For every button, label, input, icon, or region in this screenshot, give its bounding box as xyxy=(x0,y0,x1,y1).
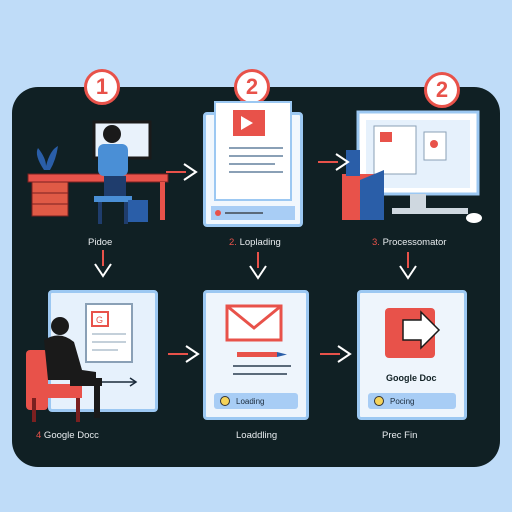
envelope-illustration xyxy=(225,304,291,375)
step-label-2: 2. Loplading xyxy=(229,237,281,248)
loading-status-text: Loading xyxy=(236,396,265,406)
arrow-right-1 xyxy=(166,163,198,181)
arrow-right-3 xyxy=(168,345,200,363)
arrow-right-4 xyxy=(320,345,352,363)
step-label-4: 4 Google Docc xyxy=(36,430,99,441)
pocing-indicator-icon xyxy=(374,396,384,406)
arrow-right-2 xyxy=(318,153,350,171)
loading-indicator-icon xyxy=(220,396,230,406)
arrow-down-1 xyxy=(94,250,112,278)
svg-text:G: G xyxy=(96,315,103,325)
step-badge-3: 2 xyxy=(424,72,460,108)
arrow-down-2 xyxy=(249,252,267,280)
step-label-3: 3. Processomator xyxy=(372,237,447,248)
arrow-down-3 xyxy=(399,252,417,280)
google-doc-caption: Google Doc xyxy=(386,373,437,383)
pocing-status-bar: Pocing xyxy=(368,393,456,409)
monitor-illustration xyxy=(342,110,482,223)
step-badge-1: 1 xyxy=(84,69,120,105)
arrow-out-illustration xyxy=(385,308,441,358)
step-label-5: Loaddling xyxy=(236,430,278,441)
document-illustration xyxy=(211,101,295,220)
step-label-1: Pidoe xyxy=(88,237,113,248)
step-label-6: Prec Fin xyxy=(382,430,418,441)
loading-status-bar: Loading xyxy=(214,393,298,409)
person-in-chair-illustration: G xyxy=(26,303,138,422)
person-at-desk-illustration xyxy=(27,120,169,224)
pocing-status-text: Pocing xyxy=(390,396,415,406)
